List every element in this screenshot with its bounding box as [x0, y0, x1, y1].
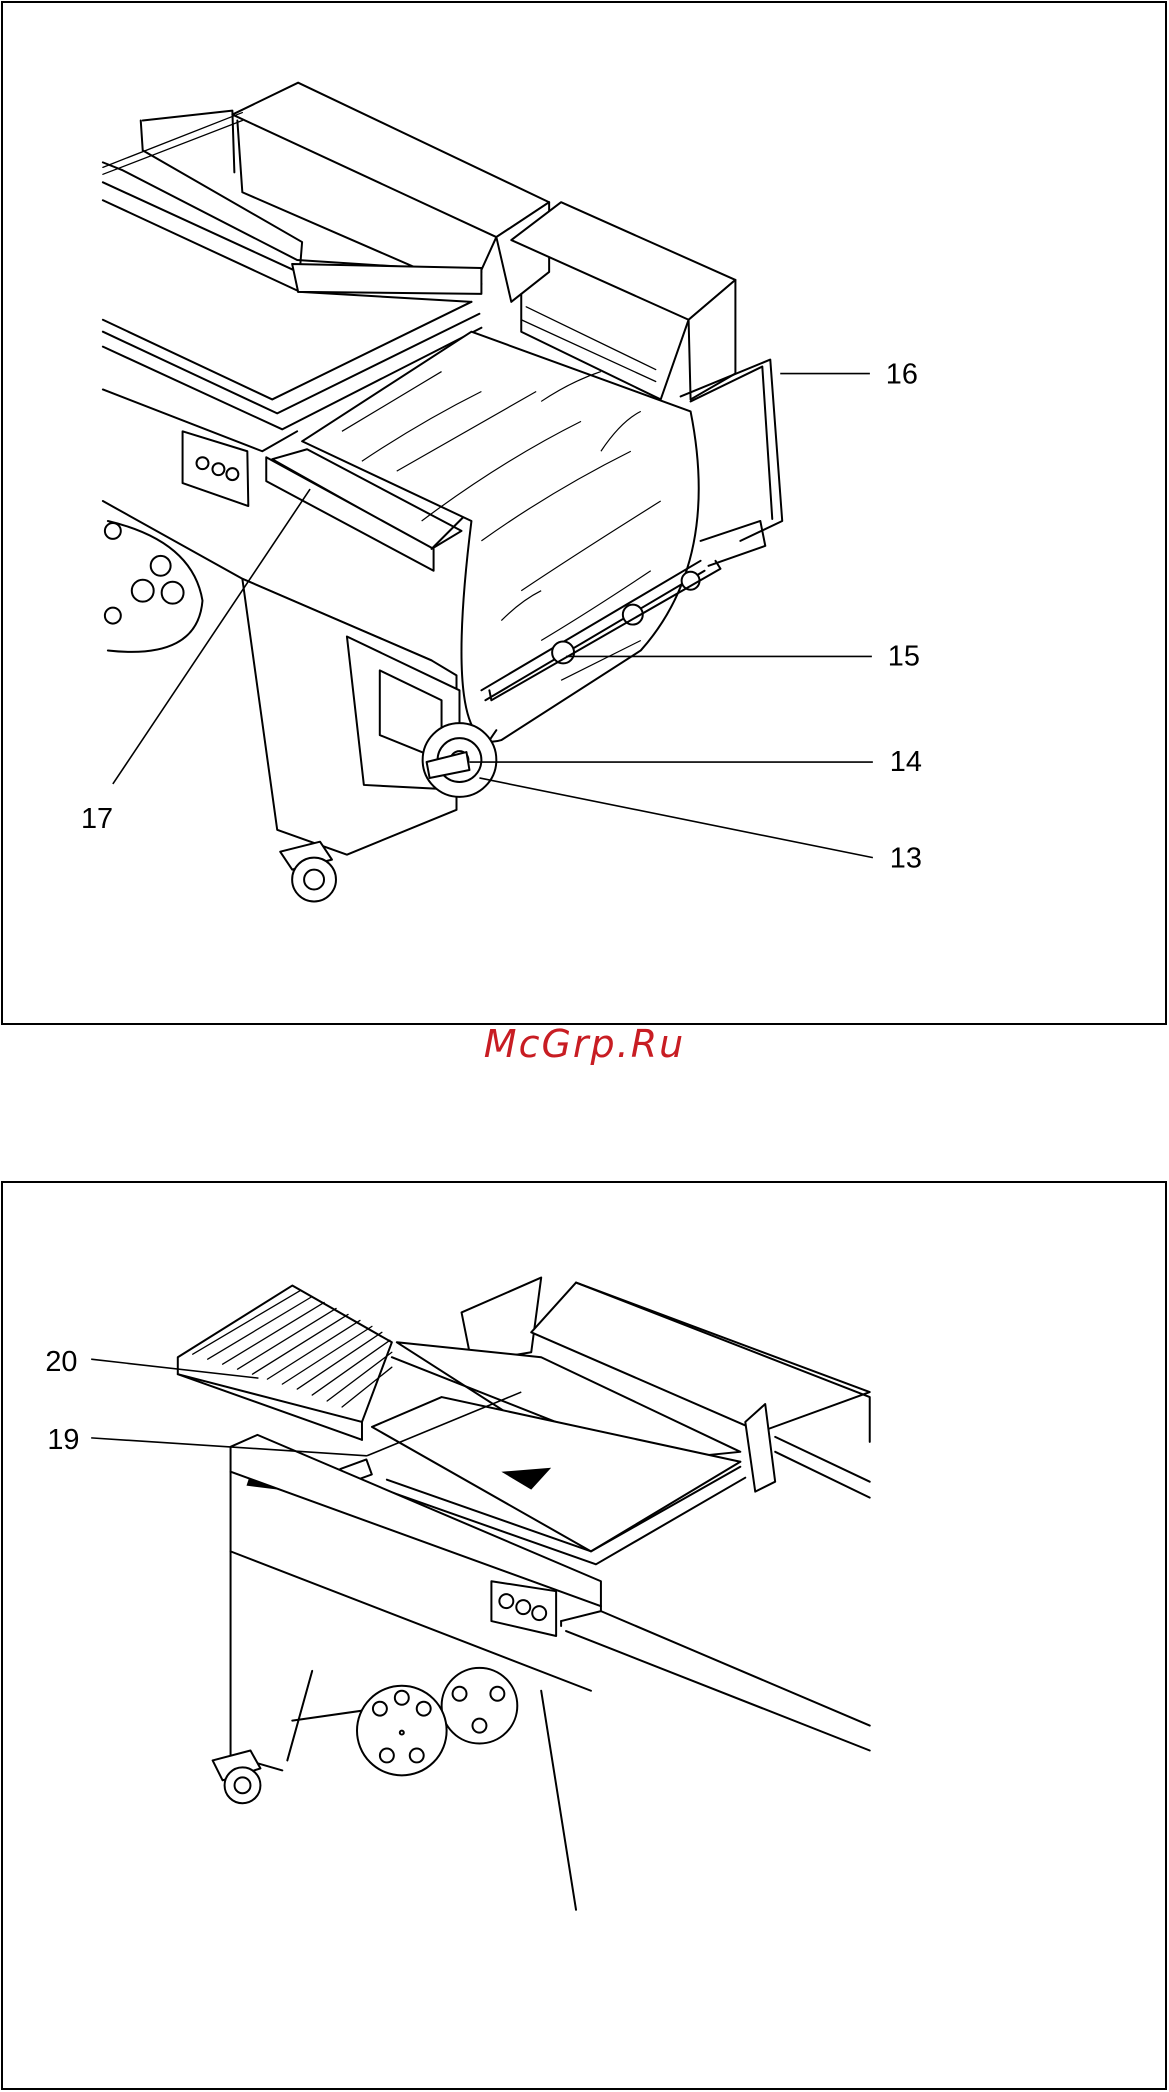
figure-bottom-panel: 20 19 [1, 1181, 1167, 2090]
callout-15: 15 [888, 640, 920, 672]
callout-20: 20 [45, 1346, 77, 1378]
caster-wheel [213, 1750, 261, 1803]
roller-conveyor [178, 1286, 392, 1440]
watermark-text: McGrp.Ru [0, 1022, 1169, 1066]
callout-16: 16 [886, 359, 918, 391]
callout-13: 13 [890, 843, 922, 875]
callout-17: 17 [81, 803, 113, 835]
figure-top-panel: 16 15 14 13 17 [1, 1, 1167, 1025]
callout-14: 14 [890, 746, 922, 778]
callout-19: 19 [47, 1424, 79, 1456]
reel-wheel [357, 1668, 517, 1776]
sealer-machine-film-drawing: 16 15 14 13 17 [3, 3, 1165, 1023]
sealer-machine-conveyor-drawing: 20 19 [3, 1183, 1165, 2088]
caster-wheel [280, 842, 336, 902]
reel-wheel [105, 521, 203, 652]
